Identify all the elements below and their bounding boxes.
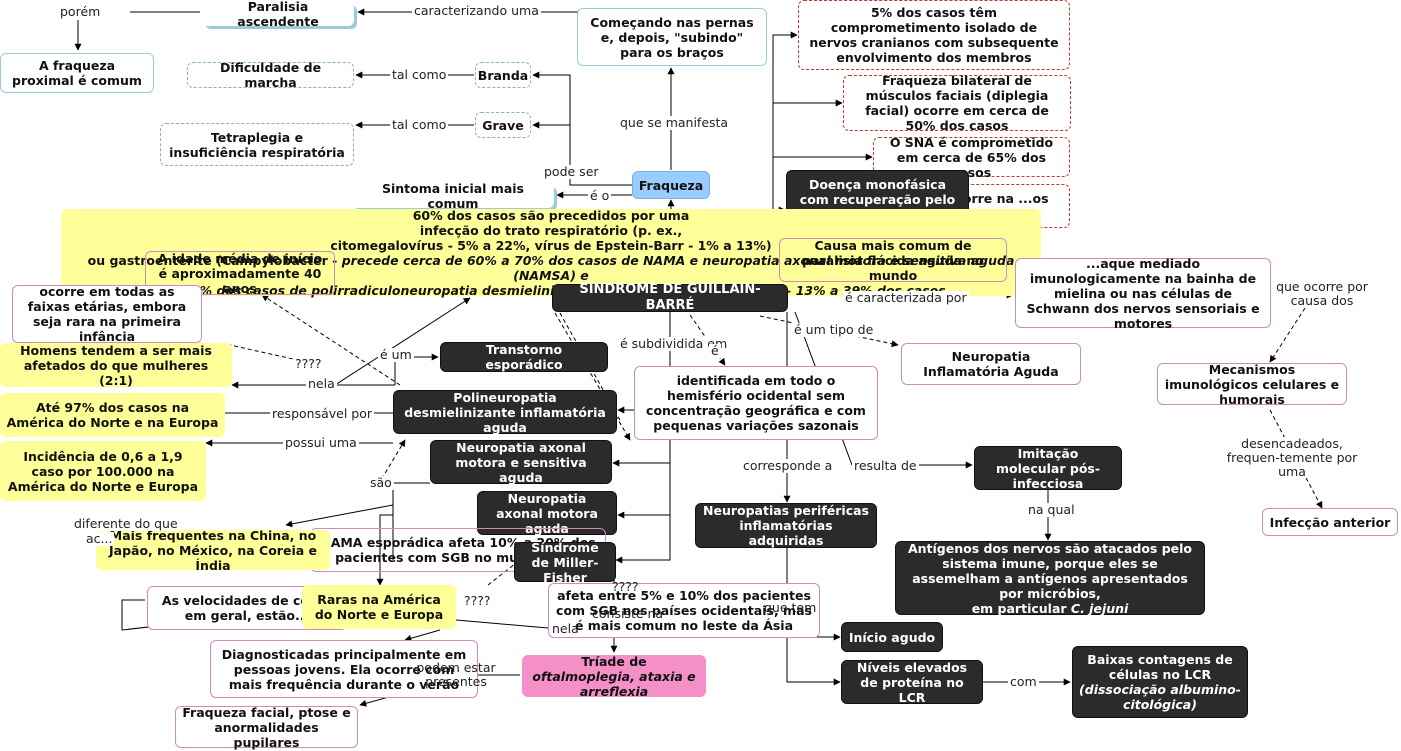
- node-triade[interactable]: Tríade de oftalmoplegia, ataxia e arrefl…: [522, 654, 706, 699]
- node-ocorre-faixas[interactable]: ocorre em todas as faixas etárias, embor…: [12, 284, 202, 344]
- node-paralisia-ascendente[interactable]: Paralisia ascendente: [202, 0, 354, 29]
- link-nela-1: nela: [306, 376, 337, 391]
- node-fraqueza-facial[interactable]: Fraqueza facial, ptose e anormalidades p…: [175, 705, 358, 750]
- node-infeccao-anterior[interactable]: Infecção anterior: [1262, 508, 1398, 536]
- baixas-italic: (dissociação albumino-citológica): [1079, 682, 1241, 712]
- triade-prefix: Tríade de: [581, 653, 647, 669]
- sessenta-line-1: 60% dos casos são precedidos por uma: [412, 207, 690, 223]
- antigenos-line-1: Antígenos dos nervos são atacados pelo s…: [907, 540, 1193, 601]
- node-neuropatia-inflamatoria[interactable]: Neuropatia Inflamatória Aguda: [901, 343, 1081, 385]
- link-responsavel-por: responsável por: [270, 406, 374, 421]
- node-miller-fisher[interactable]: Síndrome de Miller-Fisher: [514, 540, 616, 585]
- antigenos-line-2: em particular C. jejuni: [972, 601, 1129, 616]
- node-polineuropatia[interactable]: Polineuropatia desmielinizante inflamató…: [393, 390, 617, 435]
- node-inicio-agudo[interactable]: Início agudo: [841, 622, 943, 652]
- antigenos-prefix: em particular: [971, 600, 1071, 616]
- node-afeta-5[interactable]: afeta entre 5% e 10% dos pacientes com S…: [548, 583, 820, 638]
- link-consiste-na: consiste na: [592, 606, 664, 621]
- node-dificuldade-marcha[interactable]: Dificuldade de marcha: [187, 60, 354, 90]
- link-porem: porém: [58, 4, 103, 19]
- triade-line: Tríade de oftalmoplegia, ataxia e arrefl…: [528, 654, 700, 699]
- link-e-o: é o: [588, 188, 612, 203]
- link-e-um: é um: [378, 347, 414, 362]
- node-baixas-contagens[interactable]: Baixas contagens de células no LCR (diss…: [1072, 646, 1248, 718]
- node-idade-media[interactable]: A idade média de início é aproximadament…: [145, 251, 335, 296]
- sessenta-line-2: infecção do trato respiratório (p. ex.,: [419, 222, 683, 238]
- node-tetraplegia[interactable]: Tetraplegia e insuficiência respiratória: [160, 123, 354, 166]
- antigenos-italic: C. jejuni: [1070, 600, 1129, 616]
- node-sna[interactable]: O SNA é comprometido em cerca de 65% dos…: [873, 135, 1070, 180]
- node-fraqueza[interactable]: Fraqueza: [632, 171, 710, 199]
- node-neuropatia-axonal-m[interactable]: Neuropatia axonal motora aguda: [477, 491, 617, 536]
- node-mecanismos[interactable]: Mecanismos imunológicos celulares e humo…: [1157, 362, 1347, 407]
- link-que-ocorre-por: que ocorre por causa dos: [1272, 280, 1372, 308]
- sessenta-line-3: citomegalovírus - 5% a 22%, vírus de Eps…: [330, 237, 772, 253]
- link-nela-2: nela: [552, 621, 579, 636]
- link-pode-ser: pode ser: [542, 164, 601, 179]
- link-diferente-do-que: diferente do que: [72, 516, 180, 531]
- link-podem-estar: podem estar presentes: [416, 660, 496, 689]
- link-e: é: [709, 343, 721, 358]
- link-e-um-tipo-de: é um tipo de: [792, 322, 876, 337]
- node-causa-comum[interactable]: Causa mais comum de paralisia flácida ag…: [779, 238, 1007, 283]
- node-transtorno[interactable]: Transtorno esporádico: [440, 342, 608, 372]
- link-desencadeados: desencadeados, frequen-temente por uma: [1212, 437, 1372, 479]
- node-branda[interactable]: Branda: [475, 62, 531, 88]
- node-identificada[interactable]: identificada em todo o hemisfério ociden…: [634, 366, 878, 440]
- link-na-qual: na qual: [1026, 502, 1077, 517]
- node-sindrome[interactable]: SÍNDROME DE GUILLAIN-BARRÉ: [552, 282, 788, 313]
- node-fraqueza-bilateral[interactable]: Fraqueza bilateral de músculos faciais (…: [843, 73, 1071, 133]
- node-comecando-pernas[interactable]: Começando nas pernas e, depois, "subindo…: [577, 8, 767, 66]
- node-mais-frequentes[interactable]: Mais frequentes na China, no Japão, no M…: [96, 528, 330, 573]
- link-tal-como-2: tal como: [390, 117, 449, 132]
- link-corresponde-a: corresponde a: [741, 458, 835, 473]
- node-fraqueza-proximal[interactable]: A fraqueza proximal é comum: [0, 53, 154, 93]
- baixas-italic-line: (dissociação albumino-citológica): [1079, 682, 1241, 712]
- sessenta-line-4: ou gastroenterite (Campylobacter - prece…: [67, 253, 1035, 283]
- node-imitacao[interactable]: Imitação molecular pós-infecciosa: [974, 446, 1122, 491]
- node-ate-97[interactable]: Até 97% dos casos na América do Norte e …: [0, 393, 225, 437]
- link-com: com: [1008, 674, 1039, 689]
- link-quest-3: ????: [462, 593, 493, 608]
- node-cinco-por-cento[interactable]: 5% dos casos têm comprometimento isolado…: [798, 0, 1070, 70]
- link-caracterizando-uma: caracterizando uma: [412, 3, 541, 18]
- node-niveis-elevados[interactable]: Níveis elevados de proteína no LCR: [841, 660, 983, 705]
- link-e-caracterizada-por: é caracterizada por: [843, 290, 969, 305]
- node-incidencia[interactable]: Incidência de 0,6 a 1,9 caso por 100.000…: [0, 441, 206, 501]
- node-neuropatia-axonal-ms[interactable]: Neuropatia axonal motora e sensitiva agu…: [430, 440, 612, 485]
- link-sao: são: [368, 475, 394, 490]
- link-que-tem: que tem: [764, 600, 817, 615]
- link-e-subdividida-em: é subdividida em: [618, 336, 730, 351]
- baixas-line: Baixas contagens de células no LCR: [1087, 652, 1233, 682]
- node-antigenos[interactable]: Antígenos dos nervos são atacados pelo s…: [895, 540, 1205, 616]
- triade-italic: oftalmoplegia, ataxia e arreflexia: [532, 668, 696, 699]
- link-tal-como-1: tal como: [390, 67, 449, 82]
- link-resulta-de: resulta de: [852, 458, 919, 473]
- link-quest-2: ????: [612, 579, 639, 594]
- node-diagnosticadas[interactable]: Diagnosticadas principalmente em pessoas…: [210, 640, 478, 698]
- node-neuropatias-perifericas[interactable]: Neuropatias periféricas inflamatórias ad…: [695, 503, 877, 548]
- link-ac: ac...: [84, 531, 115, 546]
- node-sintoma-inicial[interactable]: Sintoma inicial mais comum: [352, 181, 554, 211]
- sessenta-line-4b: precede cerca de 60% a 70% dos casos de …: [341, 252, 1015, 283]
- link-possui-uma: possui uma: [283, 435, 359, 450]
- link-quest-1: ????: [293, 356, 324, 371]
- node-grave[interactable]: Grave: [475, 112, 531, 138]
- node-raras[interactable]: Raras na América do Norte e Europa: [302, 585, 456, 629]
- node-homens[interactable]: Homens tendem a ser mais afetados do que…: [0, 343, 232, 388]
- link-que-se-manifesta: que se manifesta: [618, 115, 731, 130]
- node-ataque[interactable]: ...aque mediado imunologicamente na bain…: [1015, 256, 1271, 331]
